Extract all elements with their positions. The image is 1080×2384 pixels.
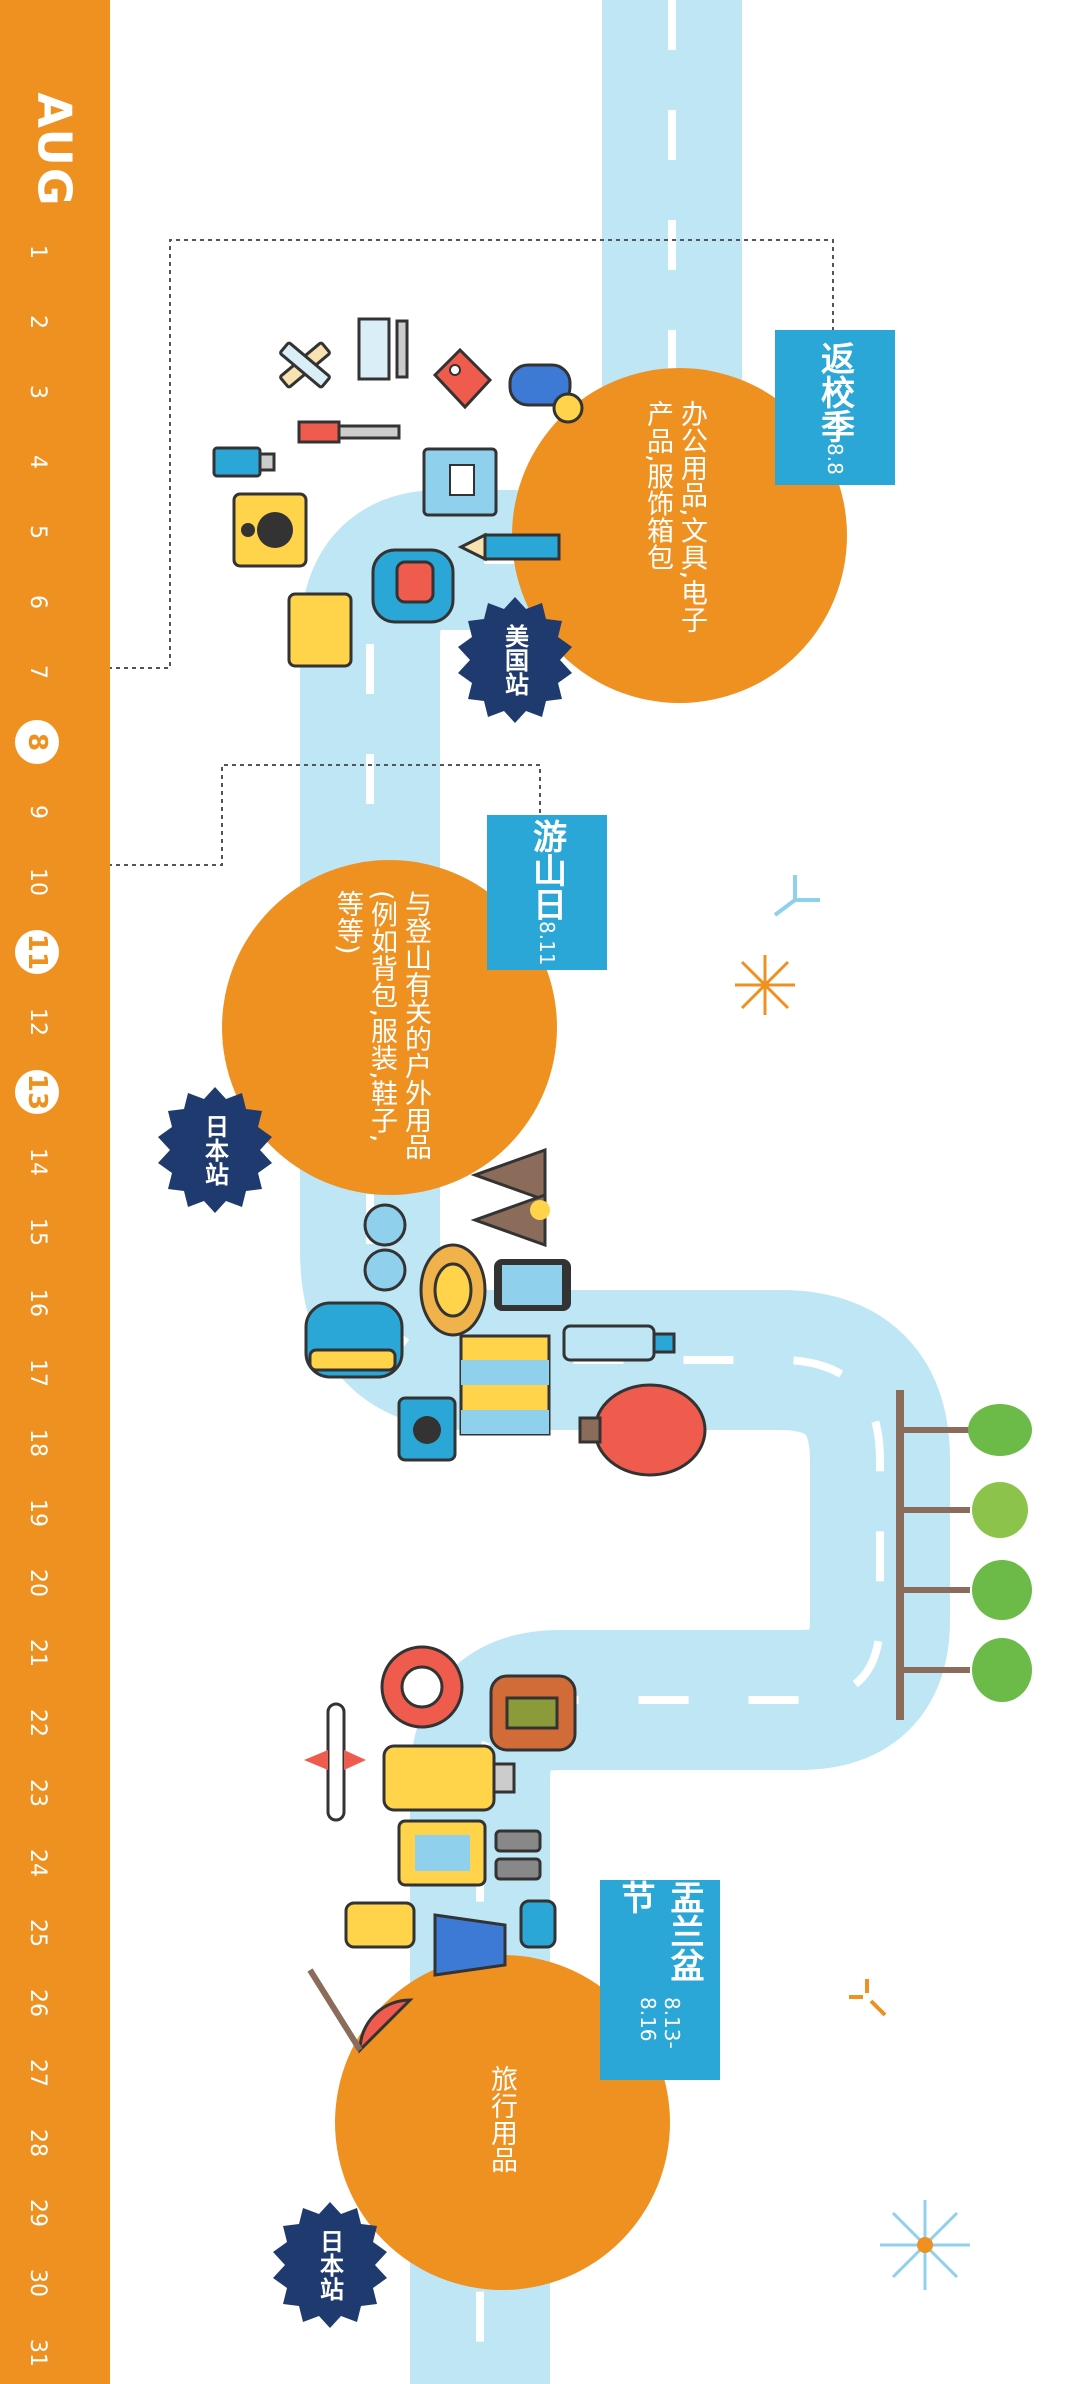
day-23: 23	[25, 1778, 50, 1807]
day-26: 26	[25, 1988, 50, 2017]
day-30: 30	[25, 2268, 50, 2297]
day-12: 12	[25, 1008, 50, 1037]
map-icon	[459, 1334, 551, 1436]
day-22: 22	[25, 1708, 50, 1737]
day-21: 21	[25, 1638, 50, 1667]
pencil-icon	[457, 532, 561, 562]
day-20: 20	[25, 1568, 50, 1597]
suitcase-icon	[382, 1744, 516, 1812]
bag-icon	[397, 1819, 487, 1887]
camera-icon	[397, 1396, 457, 1462]
station-label: 美国站	[500, 624, 529, 696]
day-9: 9	[25, 805, 50, 820]
day-14: 14	[25, 1148, 50, 1177]
hat-icon	[419, 1243, 487, 1337]
speaker-icon	[232, 492, 308, 568]
station-label: 日本站	[200, 1114, 229, 1186]
firework-icon	[773, 875, 820, 917]
station-seal-icon	[273, 2202, 387, 2328]
day-3: 3	[25, 385, 50, 400]
event-date: 8.11	[535, 921, 559, 966]
event-tag-mountain-day: 游山日 8.11	[487, 815, 607, 970]
day-5: 5	[25, 525, 50, 540]
day-15: 15	[25, 1218, 50, 1247]
backpack-icon	[371, 548, 455, 624]
day-8: 8	[0, 720, 74, 765]
firework-icon	[849, 1979, 887, 2017]
day-31: 31	[25, 2339, 50, 2367]
day-16: 16	[25, 1288, 50, 1317]
event-date: 8.13-8.16	[636, 1997, 684, 2049]
water-bottle-icon	[562, 1324, 676, 1362]
event-tag-obon: 盂兰盆节 8.13-8.16	[600, 1880, 720, 2080]
day-11: 11	[0, 930, 74, 975]
event-tag-back-to-school: 返校季 8.8	[775, 330, 895, 485]
day-6: 6	[25, 595, 50, 610]
station-badge-japan-1: 日本站	[150, 1085, 280, 1215]
camping-backpack-icon	[304, 1301, 404, 1379]
day-10: 10	[25, 868, 50, 897]
price-tag-icon	[432, 347, 493, 410]
day-18: 18	[25, 1428, 50, 1457]
mountain-icon	[470, 1147, 547, 1248]
beach-umbrella-icon	[307, 1968, 414, 2054]
event-description-back-to-school: 办公用品,文具,电子产品,服饰箱包	[642, 400, 707, 634]
station-badge-japan-2: 日本站	[265, 2200, 395, 2330]
day-24: 24	[25, 1848, 50, 1877]
tablet-icon	[287, 592, 353, 668]
ruler-icon	[279, 341, 331, 389]
day-19: 19	[25, 1498, 50, 1527]
event-title: 盂兰盆节	[615, 1880, 704, 1982]
day-4: 4	[25, 455, 50, 470]
camping-bag-icon	[489, 1674, 577, 1752]
firework-icon	[880, 2200, 970, 2290]
day-25: 25	[25, 1918, 50, 1947]
day-2: 2	[25, 315, 50, 330]
day-13: 13	[0, 1070, 74, 1115]
usb-cable-icon	[297, 420, 401, 444]
event-description-mountain-day: 与登山有关的户外用品(例如背包,服装,鞋子,等等)	[332, 890, 431, 1160]
day-1: 1	[25, 245, 50, 259]
day-17: 17	[25, 1358, 50, 1387]
sun-icon	[530, 1200, 550, 1220]
sunscreen-icon	[344, 1901, 416, 1949]
station-badge-us: 美国站	[450, 595, 580, 725]
day-29: 29	[25, 2198, 50, 2227]
hot-air-balloon-icon	[578, 1383, 707, 1477]
day-7: 7	[25, 665, 50, 680]
event-title: 返校季	[814, 340, 855, 443]
station-seal-icon	[158, 1087, 272, 1213]
airplane-icon	[304, 1702, 366, 1822]
phone-icon	[494, 1259, 571, 1311]
day-27: 27	[25, 2058, 50, 2087]
sunglasses-icon	[363, 1203, 407, 1292]
snorkel-icon	[519, 1899, 557, 1949]
event-description-obon: 旅行用品	[486, 2065, 517, 2173]
gamepad-icon	[508, 363, 584, 424]
binoculars-icon	[494, 1829, 542, 1881]
pen-icon	[357, 317, 409, 381]
flash-drive-icon	[212, 446, 276, 478]
lifebuoy-icon	[380, 1645, 464, 1729]
station-seal-icon	[458, 597, 572, 723]
firework-icon	[735, 955, 795, 1015]
swim-fins-icon	[433, 1913, 507, 1977]
day-28: 28	[25, 2128, 50, 2157]
month-label: AUG	[28, 92, 83, 208]
tree-icon	[896, 1390, 1032, 1720]
notebook-icon	[422, 447, 498, 517]
station-label: 日本站	[315, 2229, 344, 2301]
event-date: 8.8	[823, 442, 847, 475]
event-title: 游山日	[526, 819, 567, 922]
